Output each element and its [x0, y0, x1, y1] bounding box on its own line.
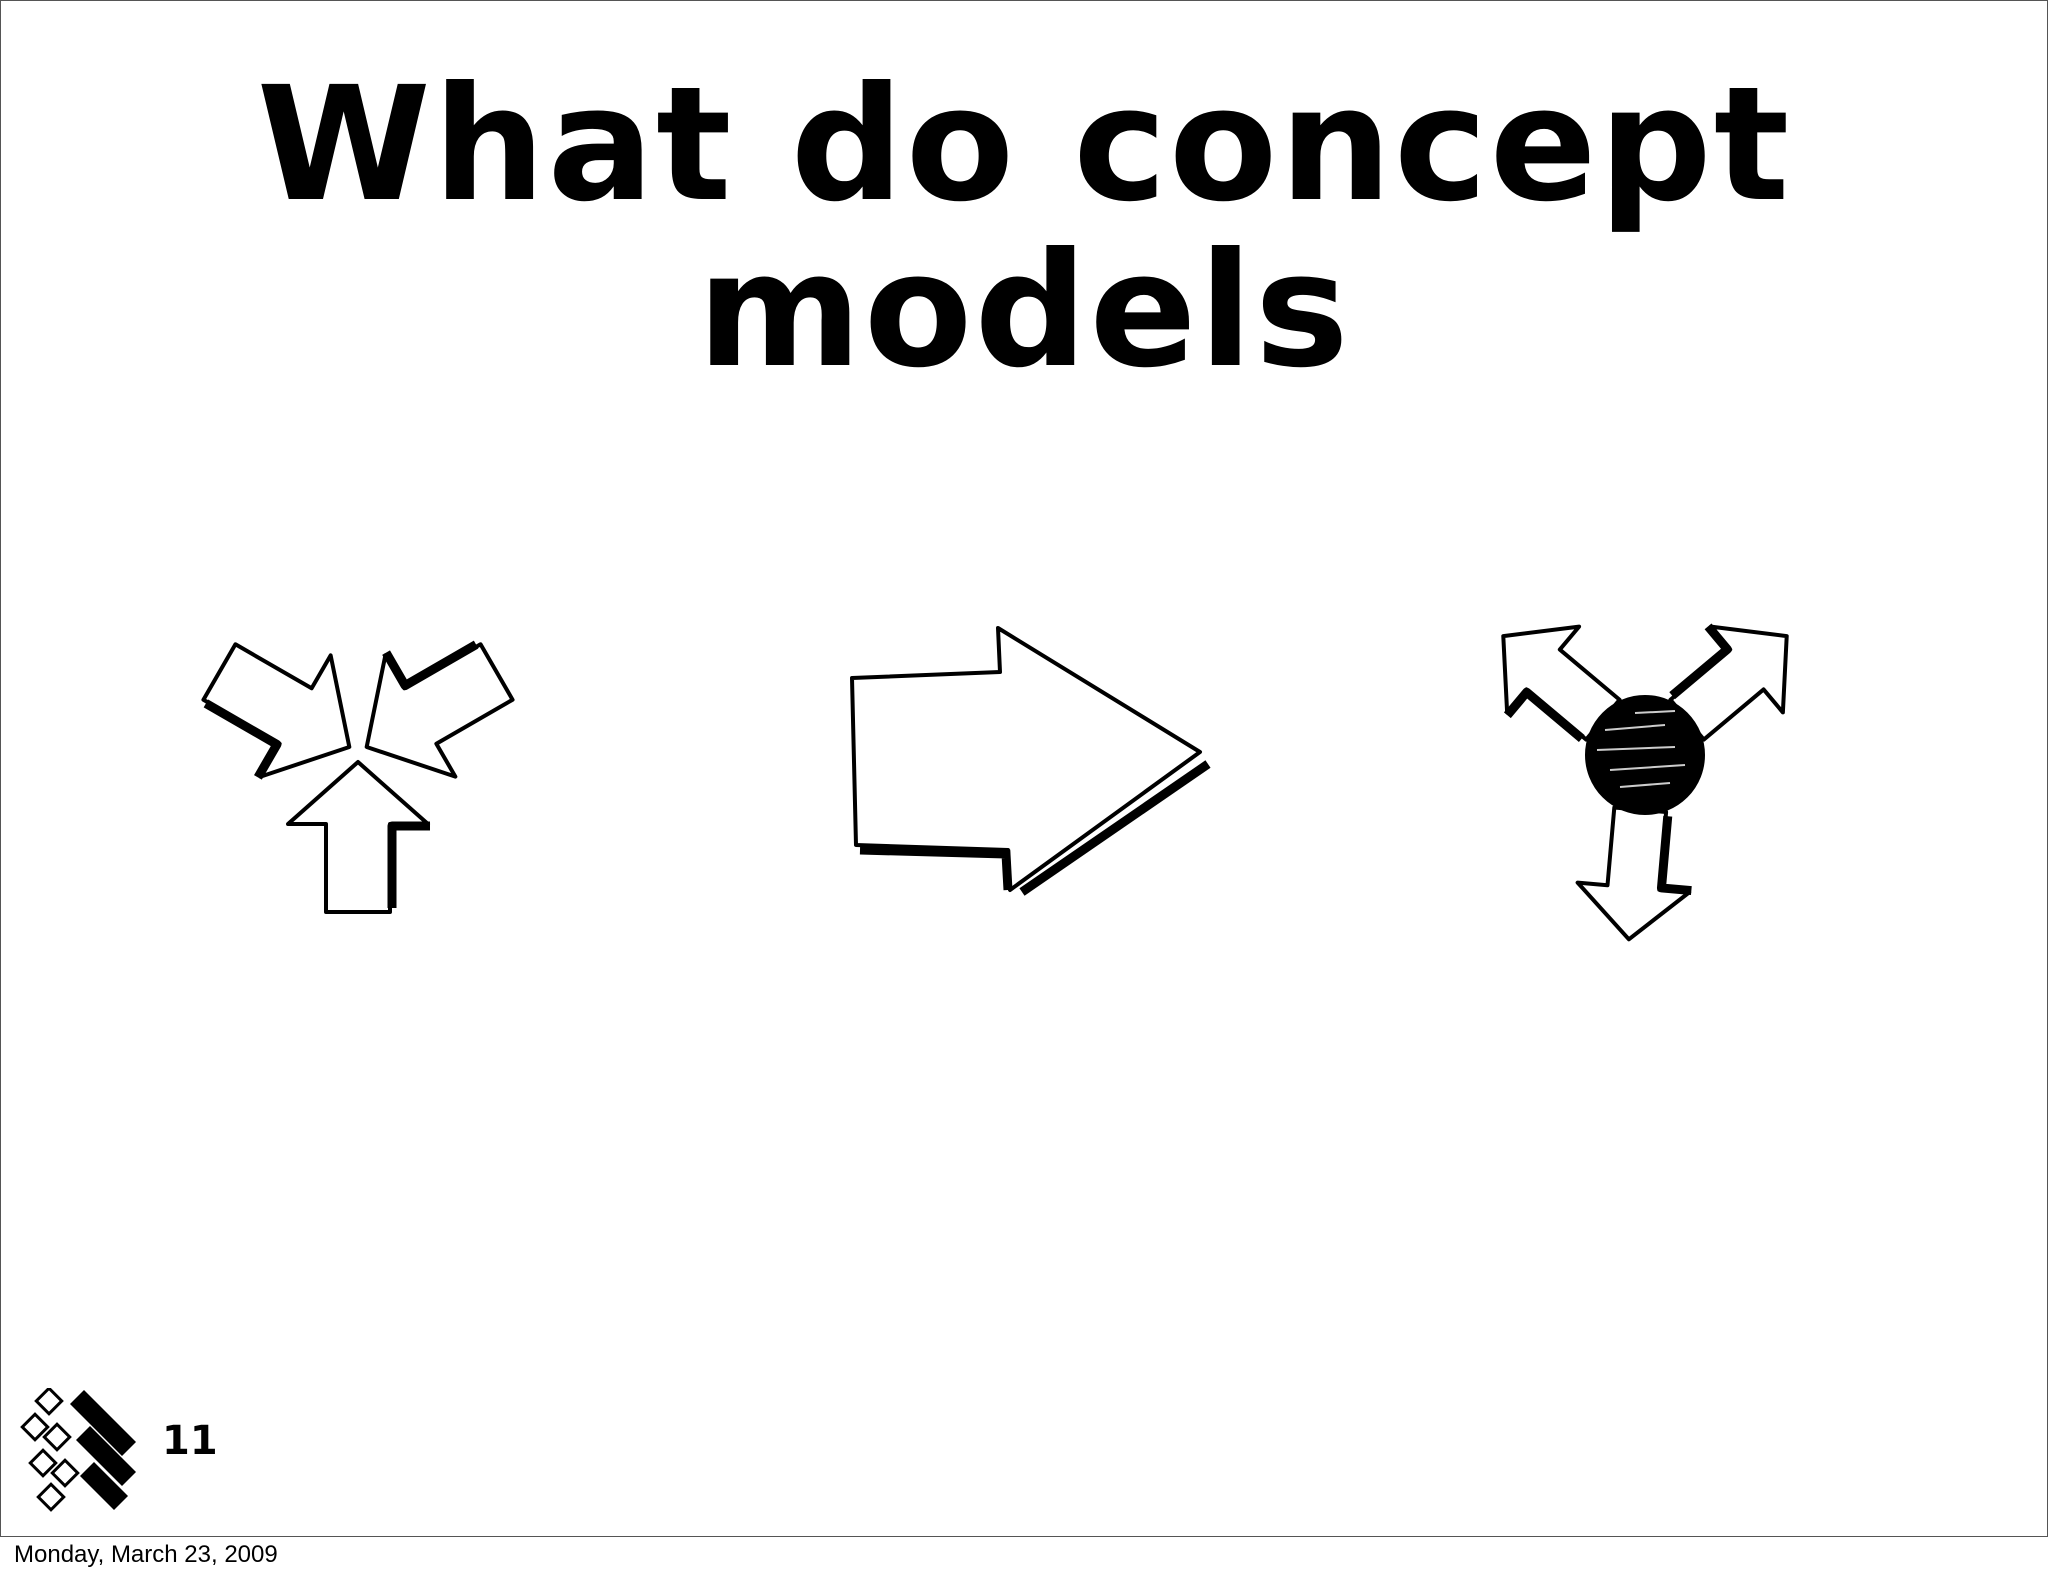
slide-number: 11 — [162, 1418, 218, 1464]
right-arrow-icon — [850, 626, 1211, 896]
converging-arrows-icon — [201, 640, 515, 914]
slide-title: What do concept models — [256, 53, 1792, 403]
slide-canvas: What do concept models — [0, 0, 2048, 1537]
footer-date: Monday, March 23, 2009 — [14, 1541, 278, 1568]
diamond-grid-logo — [20, 1388, 136, 1512]
diverging-arrows-icon — [1501, 623, 1789, 942]
